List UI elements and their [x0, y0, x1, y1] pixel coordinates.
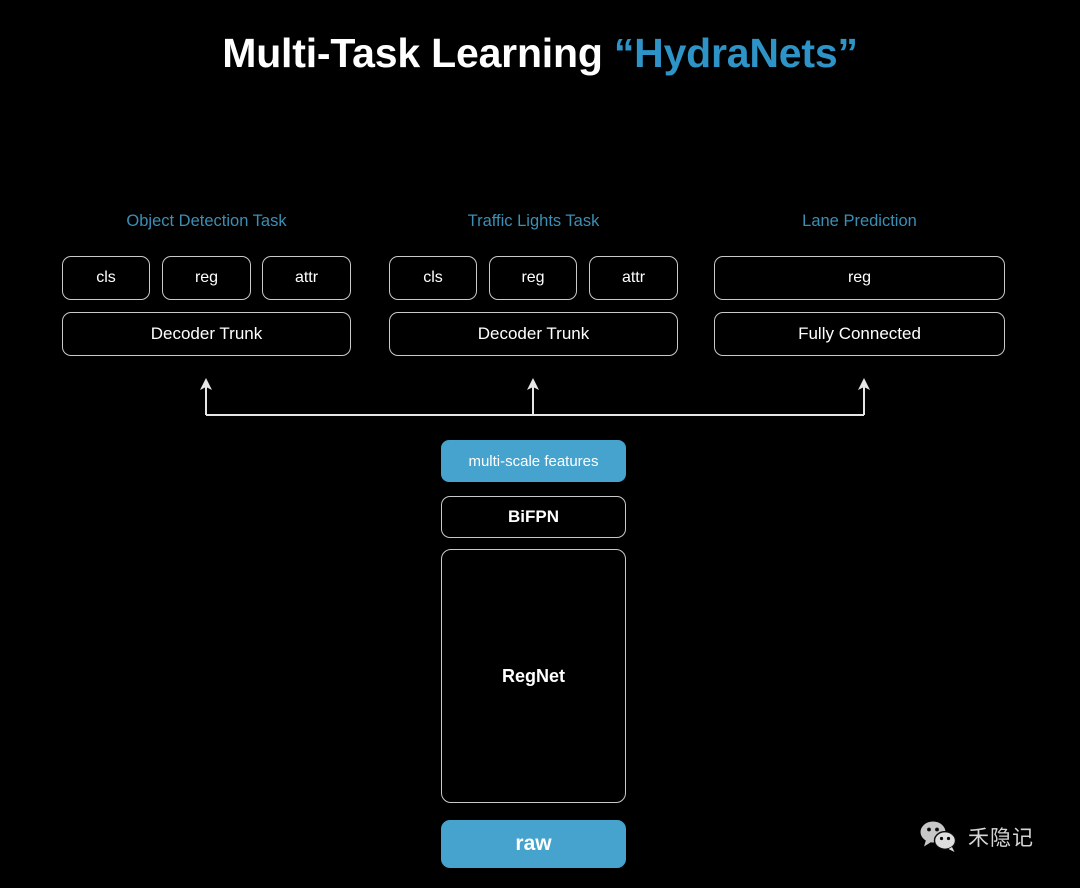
title-accent-text: “HydraNets” — [613, 30, 858, 76]
node-raw-input[interactable]: raw — [441, 820, 626, 868]
node-regnet[interactable]: RegNet — [441, 549, 626, 803]
head-box-traffic-lights-reg[interactable]: reg — [489, 256, 577, 300]
head-box-traffic-lights-cls[interactable]: cls — [389, 256, 477, 300]
page-title: Multi-Task Learning “HydraNets” — [0, 30, 1080, 77]
connector-bus — [200, 378, 870, 416]
head-box-object-detection-cls[interactable]: cls — [62, 256, 150, 300]
node-bifpn[interactable]: BiFPN — [441, 496, 626, 538]
arrow-head-traffic-lights — [527, 378, 539, 390]
wechat-icon — [920, 821, 957, 852]
trunk-box-traffic-lights[interactable]: Decoder Trunk — [389, 312, 678, 356]
task-caption-traffic-lights: Traffic Lights Task — [467, 212, 600, 230]
head-box-traffic-lights-attr[interactable]: attr — [589, 256, 678, 300]
head-box-object-detection-reg[interactable]: reg — [162, 256, 251, 300]
arrow-head-object-detection — [200, 378, 212, 390]
trunk-box-lane-prediction[interactable]: Fully Connected — [714, 312, 1005, 356]
trunk-box-object-detection[interactable]: Decoder Trunk — [62, 312, 351, 356]
node-multi-scale-features[interactable]: multi-scale features — [441, 440, 626, 482]
head-box-lane-prediction-reg[interactable]: reg — [714, 256, 1005, 300]
task-caption-lane-prediction: Lane Prediction — [802, 212, 917, 230]
watermark: 禾隐记 — [919, 820, 1034, 853]
title-main-text: Multi-Task Learning — [222, 30, 614, 76]
watermark-text: 禾隐记 — [968, 826, 1034, 850]
arrow-head-lane-prediction — [858, 378, 870, 390]
head-box-object-detection-attr[interactable]: attr — [262, 256, 351, 300]
task-caption-object-detection: Object Detection Task — [126, 212, 287, 230]
